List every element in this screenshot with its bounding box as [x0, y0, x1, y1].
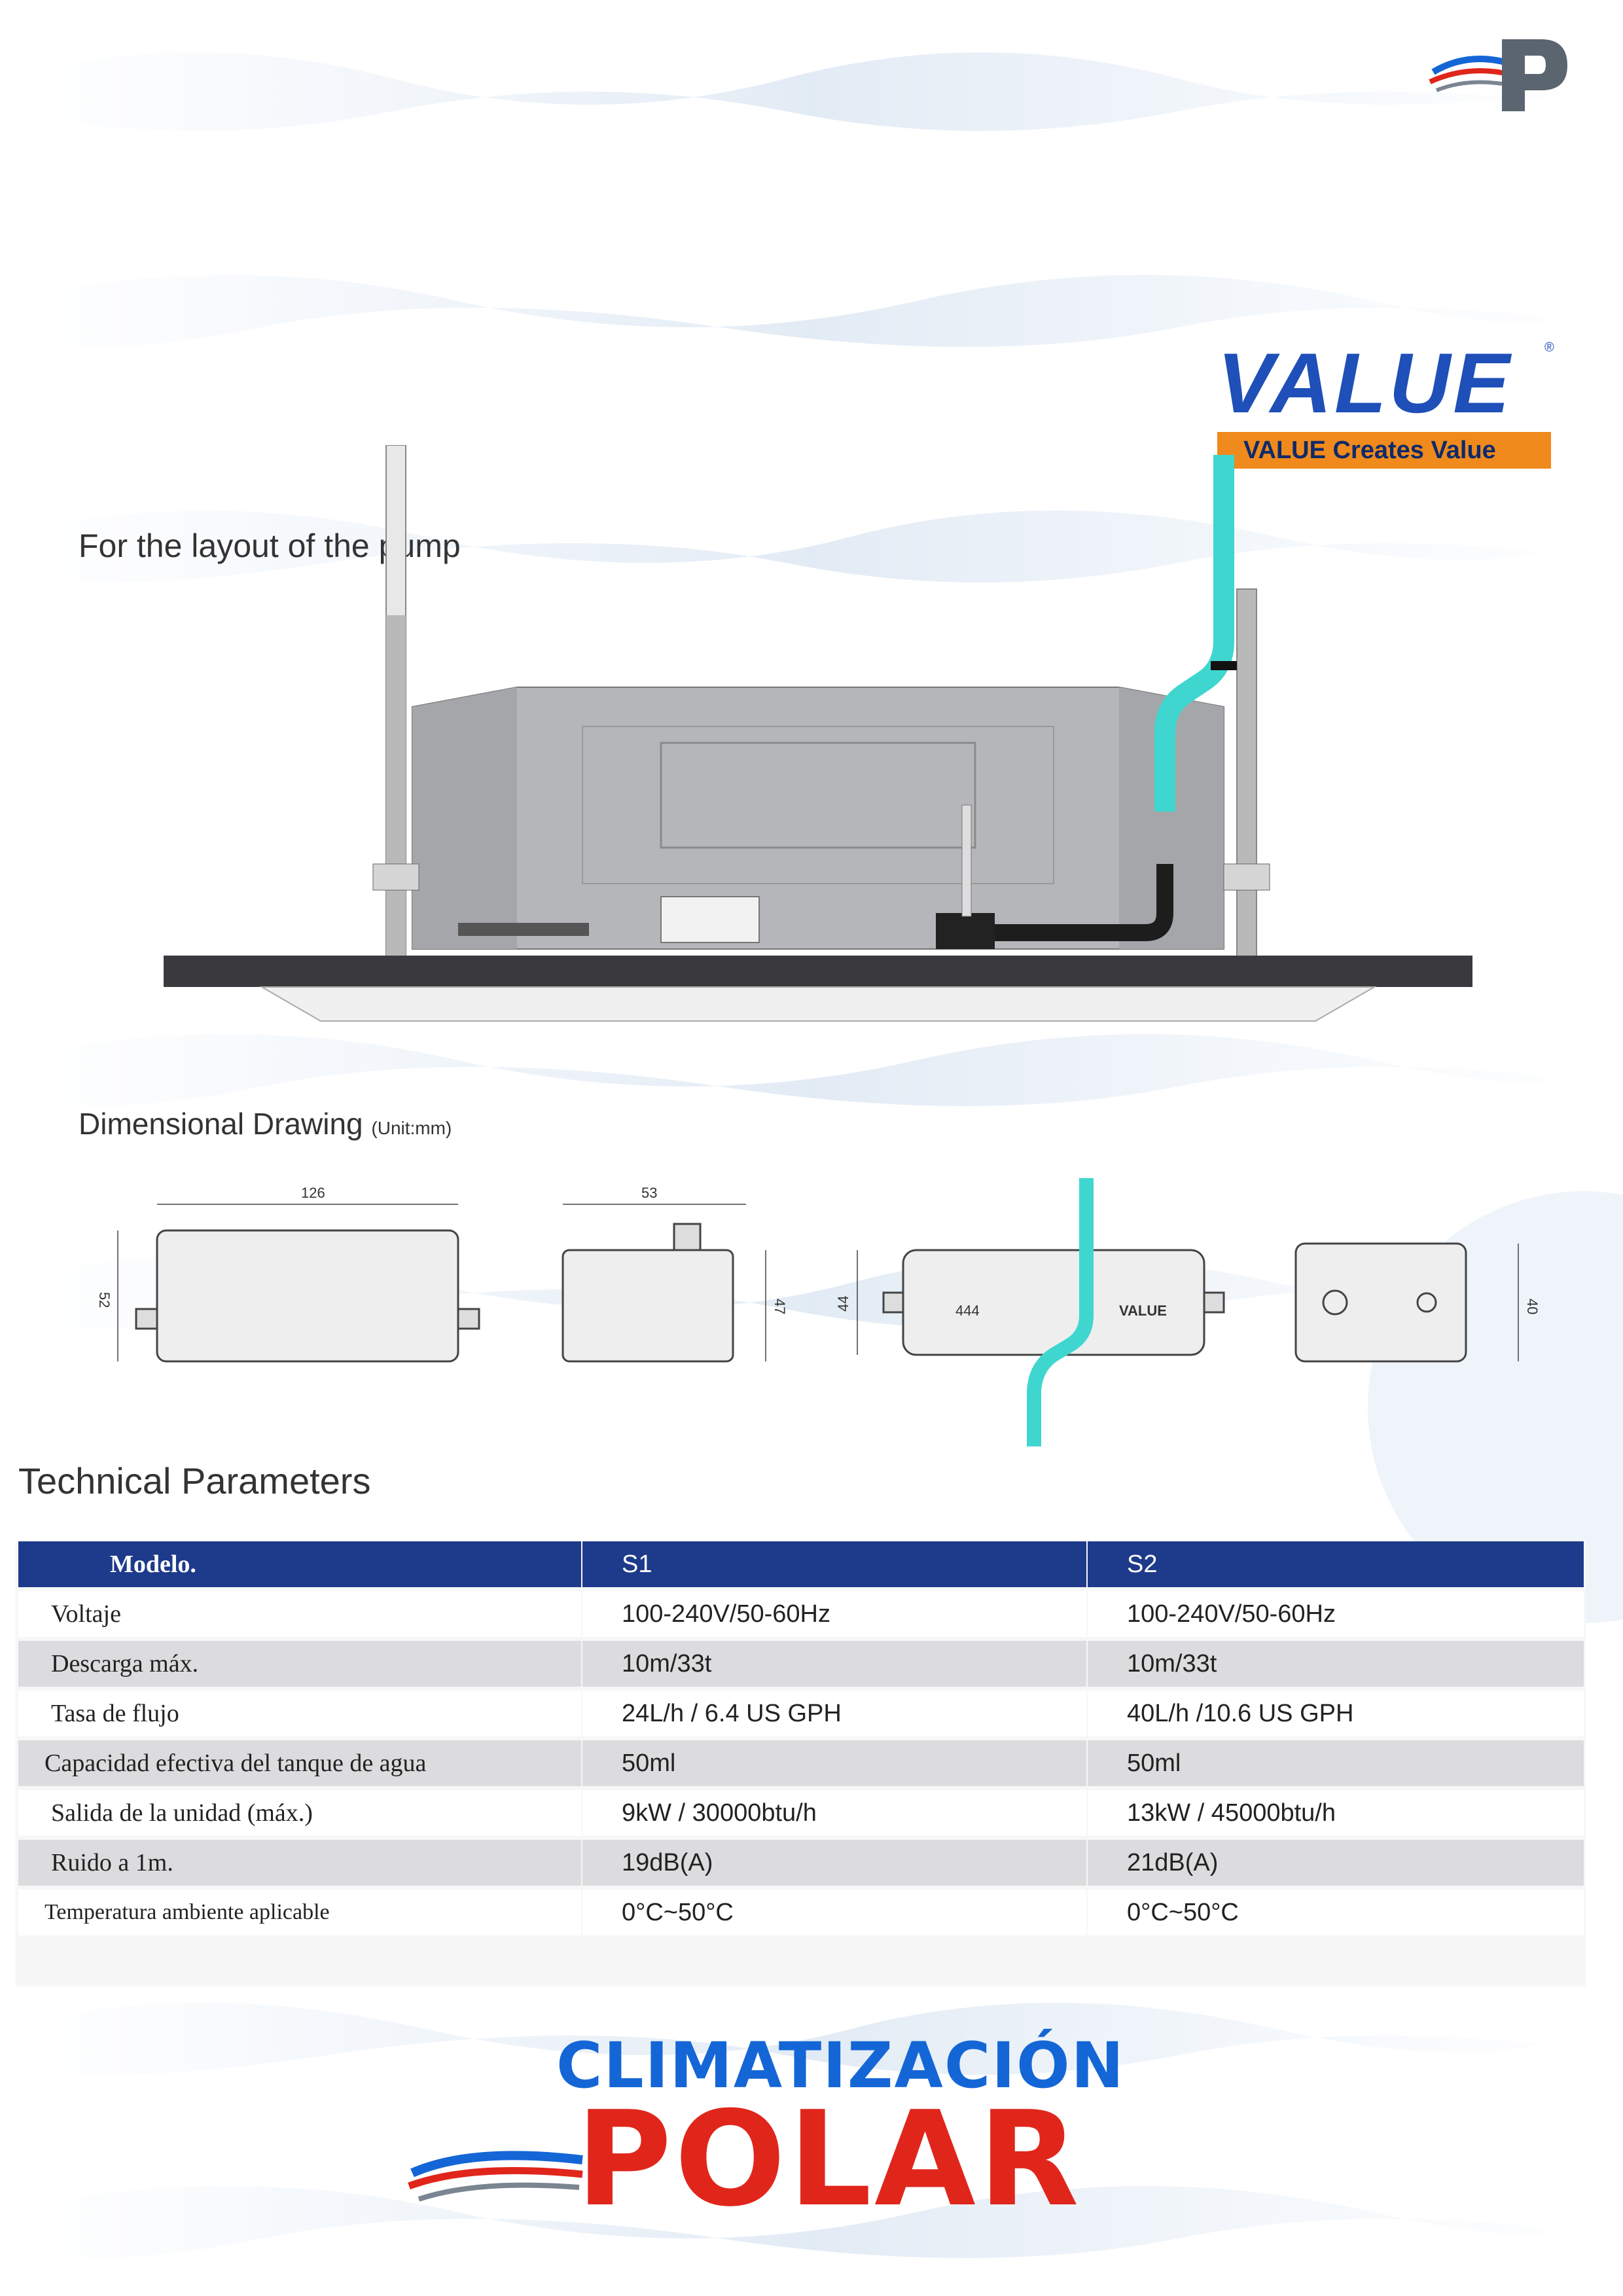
footer-polar: POLAR [576, 2083, 1082, 2236]
dimensional-title: Dimensional Drawing (Unit:mm) [79, 1106, 452, 1141]
row-s1: 9kW / 30000btu/h [582, 1790, 1086, 1836]
registered-mark: ® [1544, 340, 1554, 355]
table-row: Temperatura ambiente aplicable 0°C~50°C … [18, 1890, 1584, 1935]
row-s2: 50ml [1088, 1740, 1584, 1786]
row-label: Capacidad efectiva del tanque de agua [18, 1740, 581, 1786]
row-s2: 21dB(A) [1088, 1840, 1584, 1886]
dim-top-height: 44 [835, 1296, 851, 1312]
table-row: Tasa de flujo 24L/h / 6.4 US GPH 40L/h /… [18, 1691, 1584, 1736]
row-label: Tasa de flujo [18, 1691, 581, 1736]
dim-top-label: 444 [955, 1302, 980, 1319]
row-label: Ruido a 1m. [18, 1840, 581, 1886]
footer-swoosh [408, 2151, 583, 2202]
row-s1: 100-240V/50-60Hz [582, 1591, 1086, 1637]
row-s1: 0°C~50°C [582, 1890, 1086, 1935]
table-row: Descarga máx. 10m/33t 10m/33t [18, 1641, 1584, 1687]
dim-back-height: 40 [1524, 1299, 1541, 1314]
dim-side-width: 53 [641, 1185, 657, 1201]
table-row: Salida de la unidad (máx.) 9kW / 30000bt… [18, 1790, 1584, 1836]
dimensional-title-text: Dimensional Drawing [79, 1107, 363, 1141]
table-row: Voltaje 100-240V/50-60Hz 100-240V/50-60H… [18, 1591, 1584, 1637]
row-s2: 100-240V/50-60Hz [1088, 1591, 1584, 1637]
row-label: Descarga máx. [18, 1641, 581, 1687]
row-s2: 13kW / 45000btu/h [1088, 1790, 1584, 1836]
dim-side-height: 47 [772, 1299, 788, 1314]
header-s1: S1 [582, 1541, 1086, 1587]
header-modelo: Modelo. [18, 1541, 581, 1587]
row-s2: 10m/33t [1088, 1641, 1584, 1687]
row-s1: 10m/33t [582, 1641, 1086, 1687]
technical-parameters-table: Modelo. S1 S2 Voltaje 100-240V/50-60Hz 1… [15, 1541, 1586, 1986]
value-logo-text: VALUE [1217, 335, 1512, 431]
row-label: Voltaje [18, 1591, 581, 1637]
row-label: Temperatura ambiente aplicable [18, 1890, 581, 1935]
row-s1: 24L/h / 6.4 US GPH [582, 1691, 1086, 1736]
dim-front-width: 126 [301, 1185, 325, 1201]
dimensional-unit: (Unit:mm) [371, 1118, 452, 1138]
row-s2: 40L/h /10.6 US GPH [1088, 1691, 1584, 1736]
value-tagline: VALUE Creates Value [1217, 432, 1551, 469]
dimensional-drawings: 126 52 53 47 44 444 VALUE 40 [96, 1178, 1541, 1446]
dim-top-brand: VALUE [1119, 1302, 1167, 1319]
row-label: Salida de la unidad (máx.) [18, 1790, 581, 1836]
table-header-row: Modelo. S1 S2 [18, 1541, 1584, 1587]
tech-title: Technical Parameters [18, 1460, 371, 1501]
footer-climatizacion: CLIMATIZACIÓN [556, 2029, 1125, 2102]
table-row: Capacidad efectiva del tanque de agua 50… [18, 1740, 1584, 1786]
corner-polar-logo [1429, 39, 1567, 111]
pump-layout-illustration [164, 445, 1472, 1022]
row-s1: 50ml [582, 1740, 1086, 1786]
table-row: Ruido a 1m. 19dB(A) 21dB(A) [18, 1840, 1584, 1886]
value-logo: VALUE ® VALUE Creates Value [1217, 340, 1558, 471]
row-s1: 19dB(A) [582, 1840, 1086, 1886]
dim-front-height: 52 [96, 1292, 113, 1308]
header-s2: S2 [1088, 1541, 1584, 1587]
row-s2: 0°C~50°C [1088, 1890, 1584, 1935]
